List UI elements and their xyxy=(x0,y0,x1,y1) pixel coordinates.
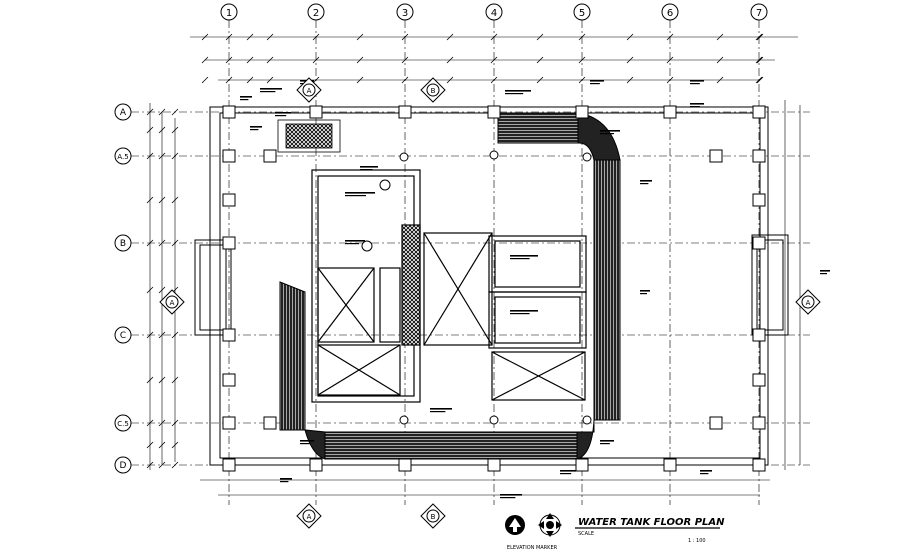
grid-bubble-row: A.5 xyxy=(114,147,132,165)
grid-bubble-row: B xyxy=(114,234,132,252)
legend-label: ELEVATION MARKER xyxy=(507,545,558,551)
grid-bubble-col-label: 4 xyxy=(491,8,497,19)
svg-text:B: B xyxy=(431,87,436,95)
grid-bubble-row: A xyxy=(114,103,132,121)
perimeter-walls xyxy=(279,112,621,460)
grid-bubble-col: 3 xyxy=(396,3,414,21)
grid-bubble-col-label: 1 xyxy=(226,8,232,19)
drawing-scale: 1 : 100 xyxy=(688,538,706,544)
dimension-ticks xyxy=(146,33,764,469)
grid-bubble-col-label: 7 xyxy=(756,8,762,19)
grid-bubble-col: 5 xyxy=(573,3,591,21)
grid-bubble-col: 4 xyxy=(485,3,503,21)
grid-bubble-col-label: 6 xyxy=(667,8,673,19)
grid-bubble-row-label: B xyxy=(120,239,126,249)
section-marker-right[interactable]: A xyxy=(795,289,821,315)
annotation-notes xyxy=(240,80,830,499)
row-grid-bubbles: A A.5B C C.5D xyxy=(114,103,132,474)
section-marker-top-mid[interactable]: B xyxy=(420,77,446,103)
svg-text:A: A xyxy=(170,299,175,307)
grid-bubble-row-label: C.5 xyxy=(117,420,129,428)
section-markers: A B A B A A xyxy=(159,77,821,529)
grid-bubble-col: 1 xyxy=(220,3,238,21)
grid-bubble-row-label: A xyxy=(120,108,127,118)
elevation-marker-icon xyxy=(538,513,562,537)
grid-bubble-row: C.5 xyxy=(114,414,132,432)
grid-bubble-col-label: 3 xyxy=(402,8,408,19)
grid-bubble-col: 6 xyxy=(661,3,679,21)
svg-text:A: A xyxy=(307,87,312,95)
grid-bubble-col: 7 xyxy=(750,3,768,21)
grid-bubble-col: 2 xyxy=(307,3,325,21)
svg-text:B: B xyxy=(431,513,436,521)
svg-text:A: A xyxy=(806,299,811,307)
stair xyxy=(277,119,341,153)
tank-rooms xyxy=(311,169,587,403)
grid-bubble-col-label: 5 xyxy=(579,8,585,19)
section-marker-top-left[interactable]: A xyxy=(296,77,322,103)
grid-bubble-row: C xyxy=(114,326,132,344)
drawing-title: WATER TANK FLOOR PLAN xyxy=(578,517,725,528)
north-arrow-icon xyxy=(505,515,525,535)
drawing-title-sub: SCALE xyxy=(578,531,594,537)
grid-bubble-row-label: D xyxy=(120,461,127,471)
section-marker-bottom-mid[interactable]: B xyxy=(420,503,446,529)
grid-bubble-row-label: A.5 xyxy=(117,153,128,161)
section-marker-left[interactable]: A xyxy=(159,289,185,315)
grid-bubble-row-label: C xyxy=(120,331,126,341)
dimension-lines xyxy=(149,36,801,496)
pipe-circles xyxy=(361,150,592,425)
column-grid-bubbles: 1 2 3 4 5 6 7 xyxy=(220,3,768,21)
structural-columns xyxy=(222,105,766,472)
svg-text:A: A xyxy=(307,513,312,521)
section-marker-bottom-left[interactable]: A xyxy=(296,503,322,529)
grid-bubble-col-label: 2 xyxy=(313,8,319,19)
grid-bubble-row: D xyxy=(114,456,132,474)
